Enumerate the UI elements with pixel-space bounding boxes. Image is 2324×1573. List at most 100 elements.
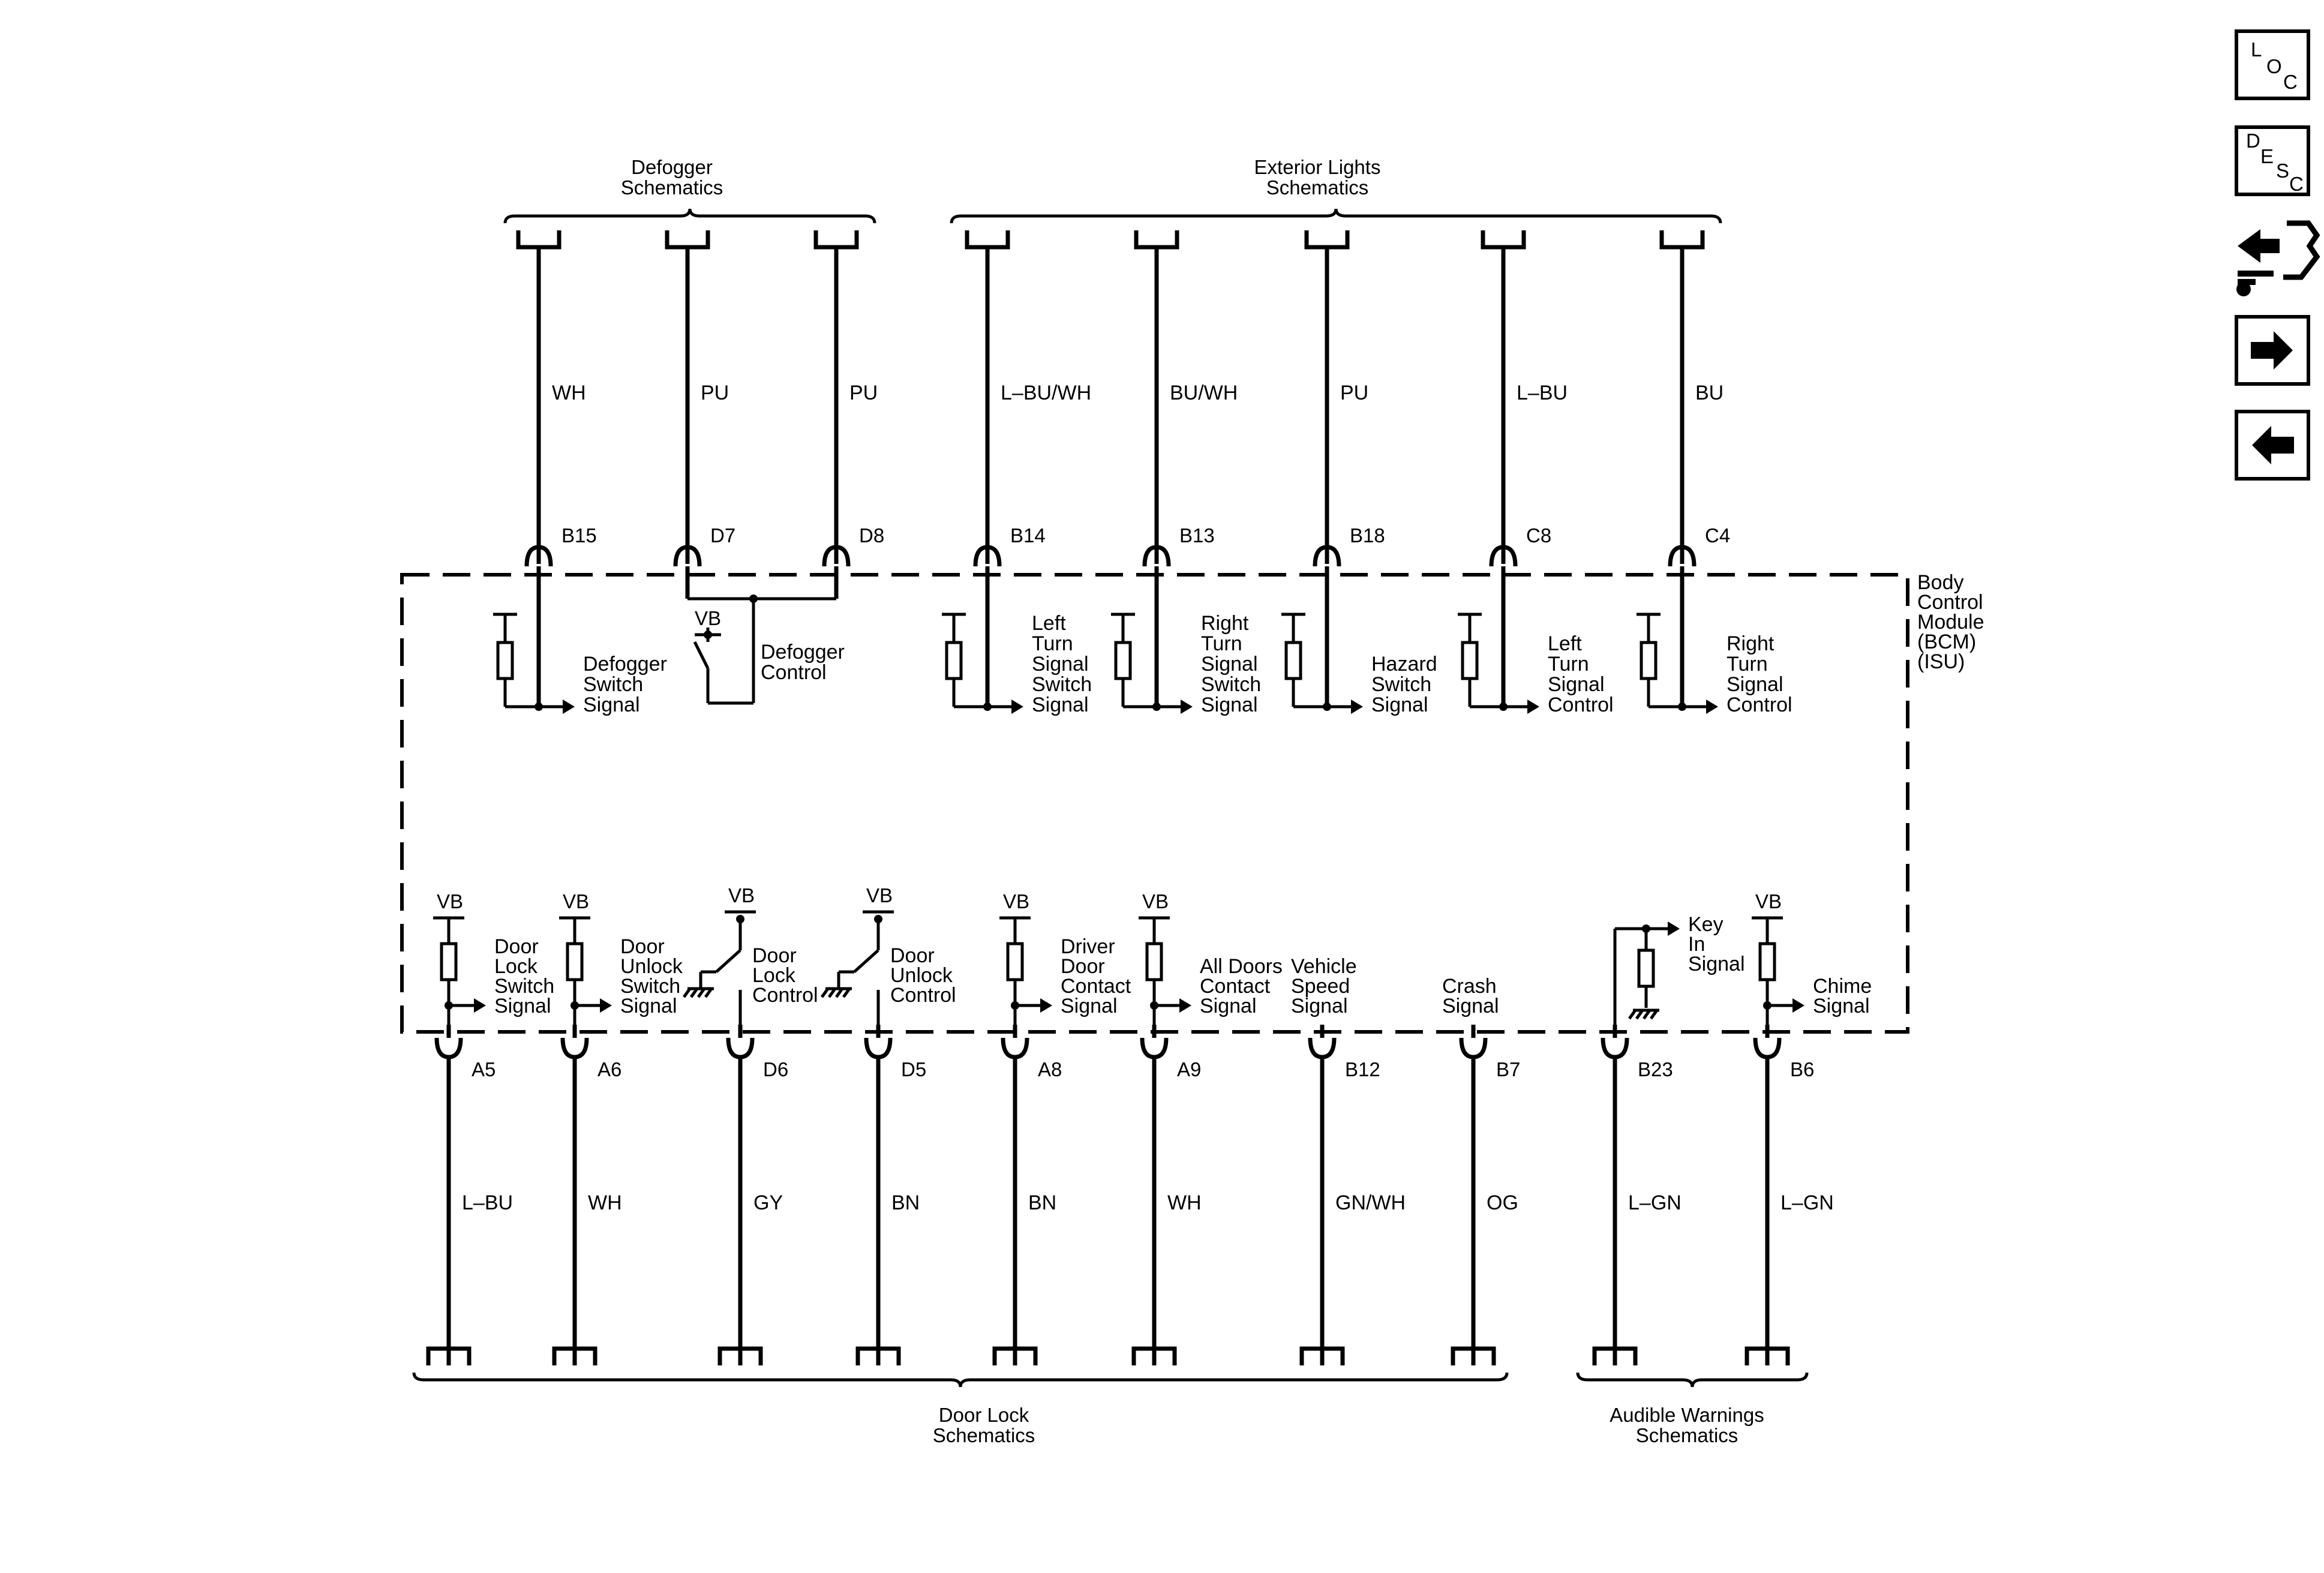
signal-label-line: Door — [752, 944, 797, 967]
switch-D6-ground-hatch — [682, 987, 692, 998]
wire-color-label: WH — [588, 1191, 622, 1214]
pin-label: A5 — [472, 1058, 496, 1080]
switch-top-D5-junction — [874, 915, 882, 923]
bottom-B6-arrow-head — [1792, 998, 1804, 1013]
signal-label-line: Left — [1032, 612, 1066, 635]
description-letter-s: S — [2276, 160, 2289, 182]
signal-label-line: Hazard — [1371, 653, 1437, 676]
signal-label-line: Control — [1727, 694, 1792, 716]
switch-D5-ground-hatch — [827, 987, 837, 998]
top-B14-connector — [965, 230, 1010, 250]
audible-warnings-brace — [1576, 1372, 1809, 1388]
signal-label-line: Signal — [1032, 653, 1089, 676]
signal-label-line: Signal — [583, 694, 640, 716]
bcm-module-label-line: Module — [1917, 611, 1984, 634]
signal-label-line: In — [1688, 933, 1705, 956]
wire-color-label: L–BU — [1517, 382, 1568, 404]
top-D8-connector — [813, 230, 859, 250]
signal-label-line: Lock — [752, 964, 796, 987]
previous-page-button[interactable] — [2235, 410, 2310, 481]
wire-color-label: BU/WH — [1170, 382, 1238, 404]
bottom-B6-socket — [1753, 1037, 1782, 1059]
wire-color-label: L–GN — [1628, 1191, 1682, 1214]
signal-label-line: Key — [1688, 913, 1724, 936]
pullup-B6-resistor — [1758, 942, 1776, 981]
pin-label: B18 — [1350, 524, 1385, 547]
next-page-button[interactable] — [2235, 315, 2310, 386]
bottom-A8-supply-label: VB — [1003, 890, 1029, 912]
wire-color-label: WH — [552, 382, 586, 404]
signal-label-line: Unlock — [620, 955, 683, 978]
wire-color-label: BU — [1695, 382, 1724, 404]
pullup-A6-resistor — [566, 942, 584, 981]
signal-label-line: Signal — [1371, 694, 1428, 716]
bottom-B23-socket — [1601, 1037, 1629, 1059]
bottom-A8-connector — [992, 1346, 1038, 1365]
signal-label-line: Switch — [494, 975, 554, 998]
switch-top-D6-junction — [736, 915, 744, 923]
bcm-module-label-line: (BCM) — [1917, 631, 1976, 653]
nav-buttons: L O C D E S C — [2235, 29, 2320, 481]
signal-label-line: Signal — [1548, 673, 1605, 696]
pullup-B13-resistor — [1114, 641, 1132, 680]
top-C4-arrow-head — [1706, 700, 1718, 714]
switch-D5-ground-hatch — [820, 987, 830, 998]
exterior-lights-group-label-line: Schematics — [1266, 176, 1369, 199]
defogger-group-label-line: Defogger — [631, 156, 713, 178]
signal-label-line: Signal — [1032, 694, 1089, 716]
pullup-C4-resistor — [1640, 641, 1658, 680]
pin-label: B13 — [1179, 524, 1215, 547]
signal-label-line: Signal — [1200, 995, 1257, 1017]
switch-D6-ground-hatch — [696, 987, 706, 998]
top-B15-socket — [524, 545, 553, 567]
bcm-module-label-line: (ISU) — [1917, 650, 1965, 673]
description-letter-c: C — [2289, 173, 2304, 195]
signal-label-line: Signal — [1688, 953, 1745, 975]
signal-label-line: Signal — [1201, 653, 1258, 676]
pullup-A5-resistor — [440, 942, 458, 981]
signal-label-line: Signal — [1727, 673, 1783, 696]
signal-label-line: Control — [890, 984, 956, 1007]
signal-label-line: Signal — [1442, 995, 1499, 1017]
top-B13-socket — [1142, 545, 1171, 567]
signal-label-line: Signal — [1201, 694, 1258, 716]
bottom-A9-supply-label: VB — [1142, 890, 1169, 912]
location-letter-l: L — [2251, 38, 2262, 61]
keyin-resistor — [1637, 948, 1655, 988]
top-B15-connector — [516, 230, 562, 250]
next-arrow-icon — [2251, 331, 2293, 370]
defogger-supply-label: VB — [695, 607, 721, 629]
connector-view-button[interactable] — [2236, 220, 2320, 296]
signal-label-line: Driver — [1061, 935, 1115, 958]
signal-label-line: Right — [1727, 632, 1774, 655]
signal-label-line: Contact — [1061, 975, 1131, 998]
pullup-C8-resistor — [1461, 641, 1479, 680]
bcm-module-label-line: Body — [1917, 571, 1964, 594]
location-button[interactable]: L O C — [2235, 29, 2310, 100]
bottom-A8-socket — [1001, 1037, 1029, 1059]
bottom-A5-connector — [426, 1346, 472, 1365]
bottom-B7-socket — [1459, 1037, 1488, 1059]
pin-label: C8 — [1526, 524, 1551, 547]
switch-blade-D6 — [715, 949, 741, 973]
description-button[interactable]: D E S C — [2235, 125, 2310, 196]
top-B13-connector — [1134, 230, 1179, 250]
wire-color-label: BN — [891, 1191, 920, 1214]
signal-label-line: Lock — [494, 955, 538, 978]
signal-label-line: Left — [1548, 632, 1582, 655]
